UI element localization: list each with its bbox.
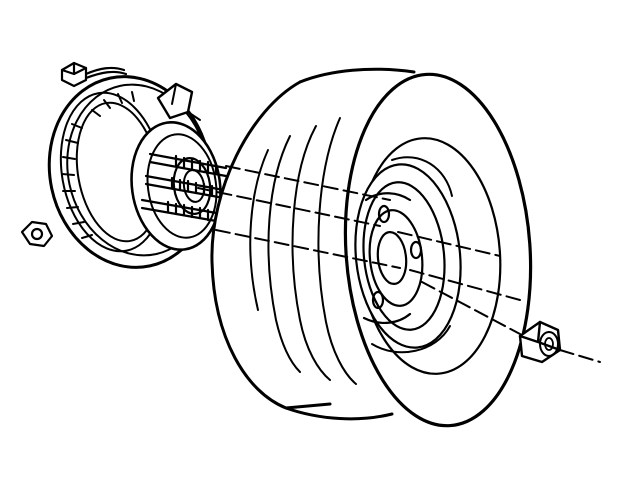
stud-icon bbox=[148, 152, 228, 178]
wheel-rim bbox=[354, 163, 462, 349]
mounting-ear-icon bbox=[20, 220, 54, 248]
hub-bearing-assembly bbox=[20, 61, 222, 269]
wheel-studs bbox=[140, 152, 228, 224]
wheel-and-tire-assembly bbox=[210, 67, 533, 428]
alignment-centerline bbox=[197, 165, 601, 363]
stud-icon bbox=[140, 198, 224, 224]
tread-grooves bbox=[249, 117, 357, 385]
stud-icon bbox=[144, 174, 226, 200]
sensor-connector-icon bbox=[60, 61, 128, 88]
